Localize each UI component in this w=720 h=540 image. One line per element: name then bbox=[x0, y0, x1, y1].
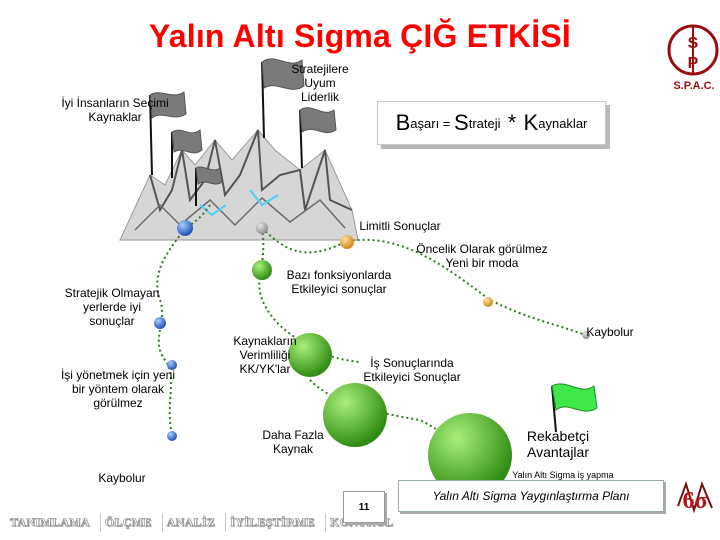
label-business-results: İş Sonuçlarında Etkileyici Sonuçlar bbox=[363, 356, 461, 384]
ball-orange-icon bbox=[340, 235, 354, 249]
six-sigma-logo-icon: 6σ bbox=[677, 480, 713, 514]
ball-blue-icon bbox=[154, 317, 166, 329]
label-vanish-left: Kaybolur bbox=[98, 471, 146, 485]
label-vanish-right: Kaybolur bbox=[586, 325, 634, 339]
ball-gray-icon bbox=[582, 331, 590, 339]
svg-text:6σ: 6σ bbox=[682, 488, 707, 514]
page-title: Yalın Altı Sigma ÇIĞ ETKİSİ bbox=[148, 18, 572, 54]
tab-tanimlama[interactable]: TANIMLAMA bbox=[10, 514, 90, 529]
svg-text:P: P bbox=[688, 55, 699, 72]
flag-icon bbox=[299, 107, 337, 169]
spac-logo-icon: S P bbox=[667, 24, 719, 76]
label-limited-results: Limitli Sonuçlar bbox=[359, 219, 441, 233]
mountain-icon bbox=[119, 129, 359, 241]
green-flag-icon bbox=[551, 383, 598, 433]
logo-text: S.P.A.C. bbox=[673, 80, 715, 92]
tab-analiz[interactable]: ANALİZ bbox=[161, 512, 219, 532]
plan-box: Yalın Altı Sigma Yaygınlaştırma Planı bbox=[398, 480, 664, 512]
label-competitive: Rekabetçi Avantajlar bbox=[526, 428, 590, 460]
phase-nav: TANIMLAMA ÖLÇME ANALİZ İYİLEŞTİRME KONTR… bbox=[0, 507, 393, 537]
ball-blue-icon bbox=[167, 431, 177, 441]
label-more-resource: Daha Fazla Kaynak bbox=[262, 428, 324, 456]
ball-green-icon bbox=[252, 260, 272, 280]
svg-text:S: S bbox=[688, 35, 699, 52]
ball-blue-icon bbox=[177, 220, 193, 236]
tab-olcme[interactable]: ÖLÇME bbox=[99, 512, 156, 532]
ball-orange-icon bbox=[483, 297, 493, 307]
ball-green-icon bbox=[323, 383, 387, 447]
avalanche-path bbox=[156, 204, 586, 446]
label-new-method: İşi yönetmek için yeni bir yöntem olarak… bbox=[60, 368, 176, 410]
ball-green-icon bbox=[428, 413, 512, 497]
label-best-people: İyi İnsanların Seçimi Kaynaklar bbox=[61, 96, 169, 124]
flag-icon bbox=[171, 129, 203, 178]
flag-icon bbox=[261, 58, 305, 139]
ball-gray-icon bbox=[256, 222, 268, 234]
tab-iyilestirme[interactable]: İYİLEŞTİRME bbox=[225, 512, 319, 532]
page-number: 11 bbox=[343, 491, 385, 523]
flag-icon bbox=[149, 91, 187, 176]
label-priority: Öncelik Olarak görülmez Yeni bir moda bbox=[416, 242, 548, 270]
label-non-strategic: Stratejik Olmayan yerlerde iyi sonuçlar bbox=[64, 286, 160, 328]
flag-icon bbox=[195, 166, 223, 206]
ball-blue-icon bbox=[167, 360, 177, 370]
ball-green-icon bbox=[288, 333, 332, 377]
label-some-functions: Bazı fonksiyonlarda Etkileyici sonuçlar bbox=[286, 268, 392, 296]
label-strategy-leader: Stratejilere Uyum Liderlik bbox=[291, 62, 349, 104]
label-resource-efficiency: Kaynakların Verimliliği KK/YK'lar bbox=[233, 334, 297, 376]
